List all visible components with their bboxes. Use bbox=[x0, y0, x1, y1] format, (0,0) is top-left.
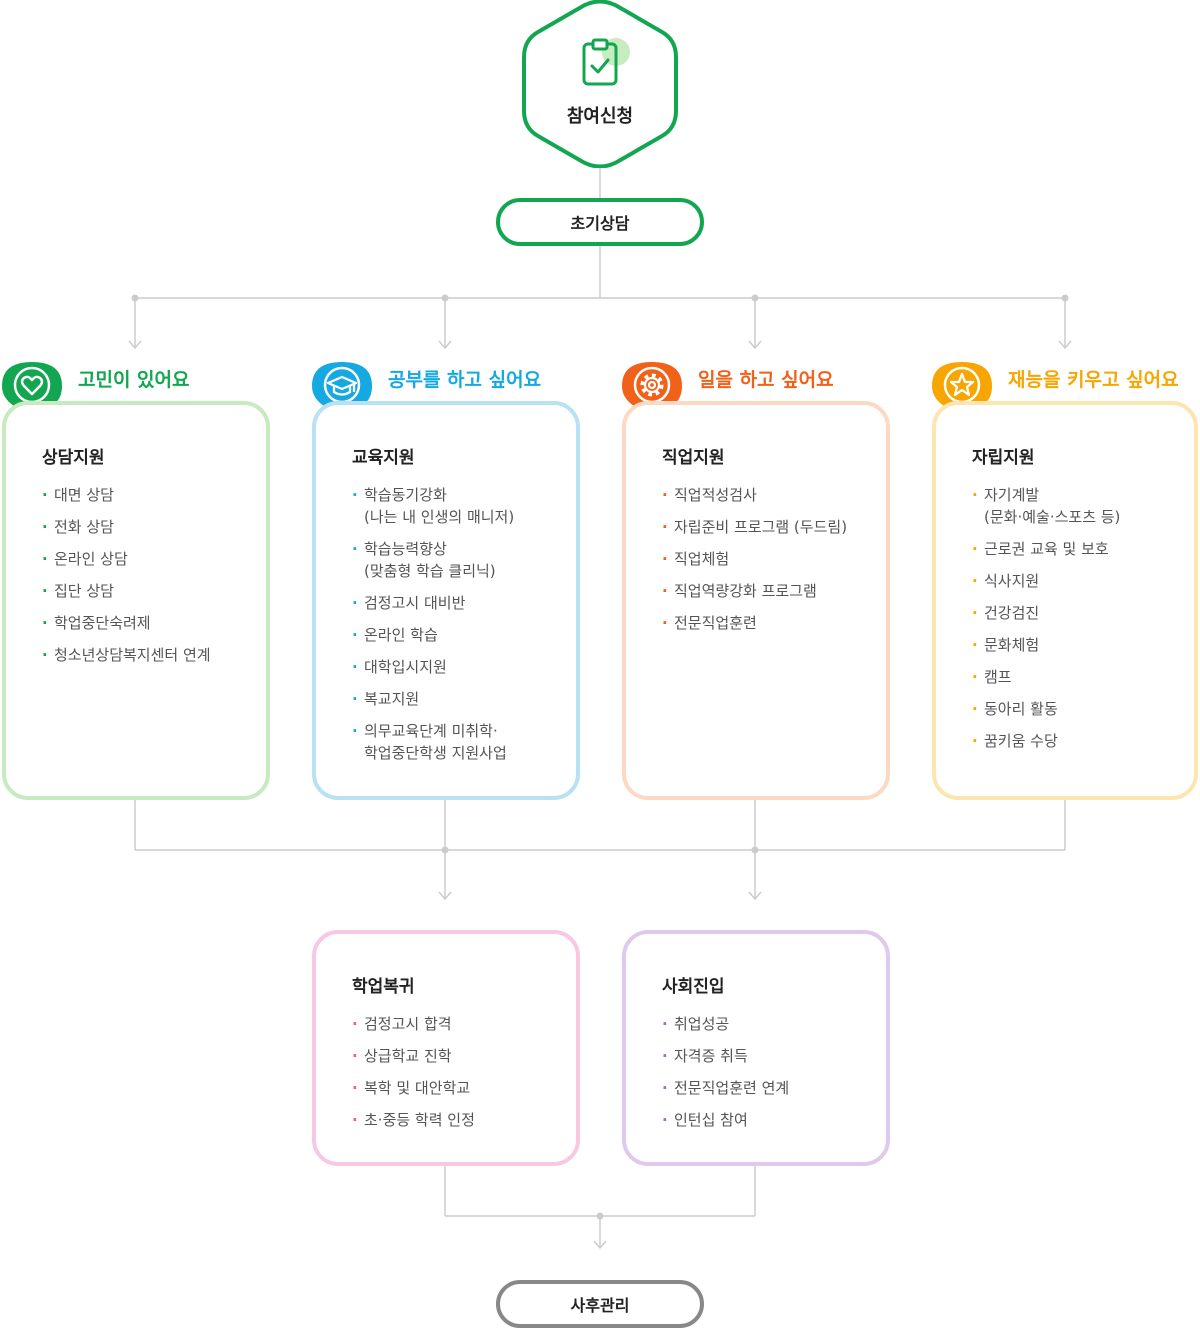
initial-consultation-pill: 초기상담 bbox=[496, 198, 704, 246]
list-item: 꿈키움 수당 bbox=[972, 730, 1184, 752]
list-item: 온라인 학습 bbox=[352, 624, 566, 646]
item-list: 직업적성검사 자립준비 프로그램 (두드림) 직업체험 직업역량강화 프로그램 … bbox=[662, 484, 876, 634]
card-independence-support: 자립지원 자기계발(문화·예술·스포츠 등) 근로권 교육 및 보호 식사지원 … bbox=[932, 401, 1198, 800]
list-item: 자격증 취득 bbox=[662, 1045, 876, 1067]
card-social-entry: 사회진입 취업성공 자격증 취득 전문직업훈련 연계 인턴십 참여 bbox=[622, 930, 890, 1166]
list-item: 동아리 활동 bbox=[972, 698, 1184, 720]
list-item: 학업중단숙려제 bbox=[42, 612, 256, 634]
category-title-talent: 재능을 키우고 싶어요 bbox=[1008, 369, 1179, 391]
list-item: 직업역량강화 프로그램 bbox=[662, 580, 876, 602]
card-heading: 자립지원 bbox=[972, 448, 1035, 468]
aftercare-pill: 사후관리 bbox=[496, 1280, 704, 1328]
list-item: 복학 및 대안학교 bbox=[352, 1077, 566, 1099]
list-item: 학습동기강화(나는 내 인생의 매니저) bbox=[352, 484, 566, 528]
category-title-work: 일을 하고 싶어요 bbox=[698, 369, 834, 391]
list-item: 청소년상담복지센터 연계 bbox=[42, 644, 256, 666]
card-education-support: 교육지원 학습동기강화(나는 내 인생의 매니저) 학습능력향상(맞춤형 학습 … bbox=[312, 401, 580, 800]
list-item: 식사지원 bbox=[972, 570, 1184, 592]
list-item: 직업적성검사 bbox=[662, 484, 876, 506]
list-item: 온라인 상담 bbox=[42, 548, 256, 570]
list-item: 대학입시지원 bbox=[352, 656, 566, 678]
list-item: 상급학교 진학 bbox=[352, 1045, 566, 1067]
item-list: 대면 상담 전화 상담 온라인 상담 집단 상담 학업중단숙려제 청소년상담복지… bbox=[42, 484, 256, 666]
item-list: 학습동기강화(나는 내 인생의 매니저) 학습능력향상(맞춤형 학습 클리닉) … bbox=[352, 484, 566, 764]
list-item: 취업성공 bbox=[662, 1013, 876, 1035]
list-item: 의무교육단계 미취학·학업중단학생 지원사업 bbox=[352, 720, 566, 764]
list-item: 검정고시 합격 bbox=[352, 1013, 566, 1035]
item-list: 취업성공 자격증 취득 전문직업훈련 연계 인턴십 참여 bbox=[662, 1013, 876, 1131]
list-item: 초·중등 학력 인정 bbox=[352, 1109, 566, 1131]
category-title-study: 공부를 하고 싶어요 bbox=[388, 369, 542, 391]
card-heading: 직업지원 bbox=[662, 448, 725, 468]
card-heading: 학업복귀 bbox=[352, 977, 415, 997]
card-heading: 사회진입 bbox=[662, 977, 725, 997]
list-item: 인턴십 참여 bbox=[662, 1109, 876, 1131]
card-job-support: 직업지원 직업적성검사 자립준비 프로그램 (두드림) 직업체험 직업역량강화 … bbox=[622, 401, 890, 800]
list-item: 전문직업훈련 bbox=[662, 612, 876, 634]
list-item: 자기계발(문화·예술·스포츠 등) bbox=[972, 484, 1184, 528]
card-heading: 상담지원 bbox=[42, 448, 105, 468]
card-counseling-support: 상담지원 대면 상담 전화 상담 온라인 상담 집단 상담 학업중단숙려제 청소… bbox=[2, 401, 270, 800]
list-item: 캠프 bbox=[972, 666, 1184, 688]
list-item: 문화체험 bbox=[972, 634, 1184, 656]
list-item: 복교지원 bbox=[352, 688, 566, 710]
list-item: 대면 상담 bbox=[42, 484, 256, 506]
list-item: 자립준비 프로그램 (두드림) bbox=[662, 516, 876, 538]
list-item: 근로권 교육 및 보호 bbox=[972, 538, 1184, 560]
card-heading: 교육지원 bbox=[352, 448, 415, 468]
clipboard-check-icon bbox=[582, 38, 630, 86]
list-item: 건강검진 bbox=[972, 602, 1184, 624]
card-return-to-school: 학업복귀 검정고시 합격 상급학교 진학 복학 및 대안학교 초·중등 학력 인… bbox=[312, 930, 580, 1166]
list-item: 학습능력향상(맞춤형 학습 클리닉) bbox=[352, 538, 566, 582]
category-title-worry: 고민이 있어요 bbox=[78, 369, 190, 391]
item-list: 검정고시 합격 상급학교 진학 복학 및 대안학교 초·중등 학력 인정 bbox=[352, 1013, 566, 1131]
item-list: 자기계발(문화·예술·스포츠 등) 근로권 교육 및 보호 식사지원 건강검진 … bbox=[972, 484, 1184, 752]
list-item: 직업체험 bbox=[662, 548, 876, 570]
start-hexagon bbox=[522, 0, 678, 169]
list-item: 검정고시 대비반 bbox=[352, 592, 566, 614]
list-item: 전화 상담 bbox=[42, 516, 256, 538]
list-item: 집단 상담 bbox=[42, 580, 256, 602]
list-item: 전문직업훈련 연계 bbox=[662, 1077, 876, 1099]
start-label: 참여신청 bbox=[566, 106, 634, 127]
